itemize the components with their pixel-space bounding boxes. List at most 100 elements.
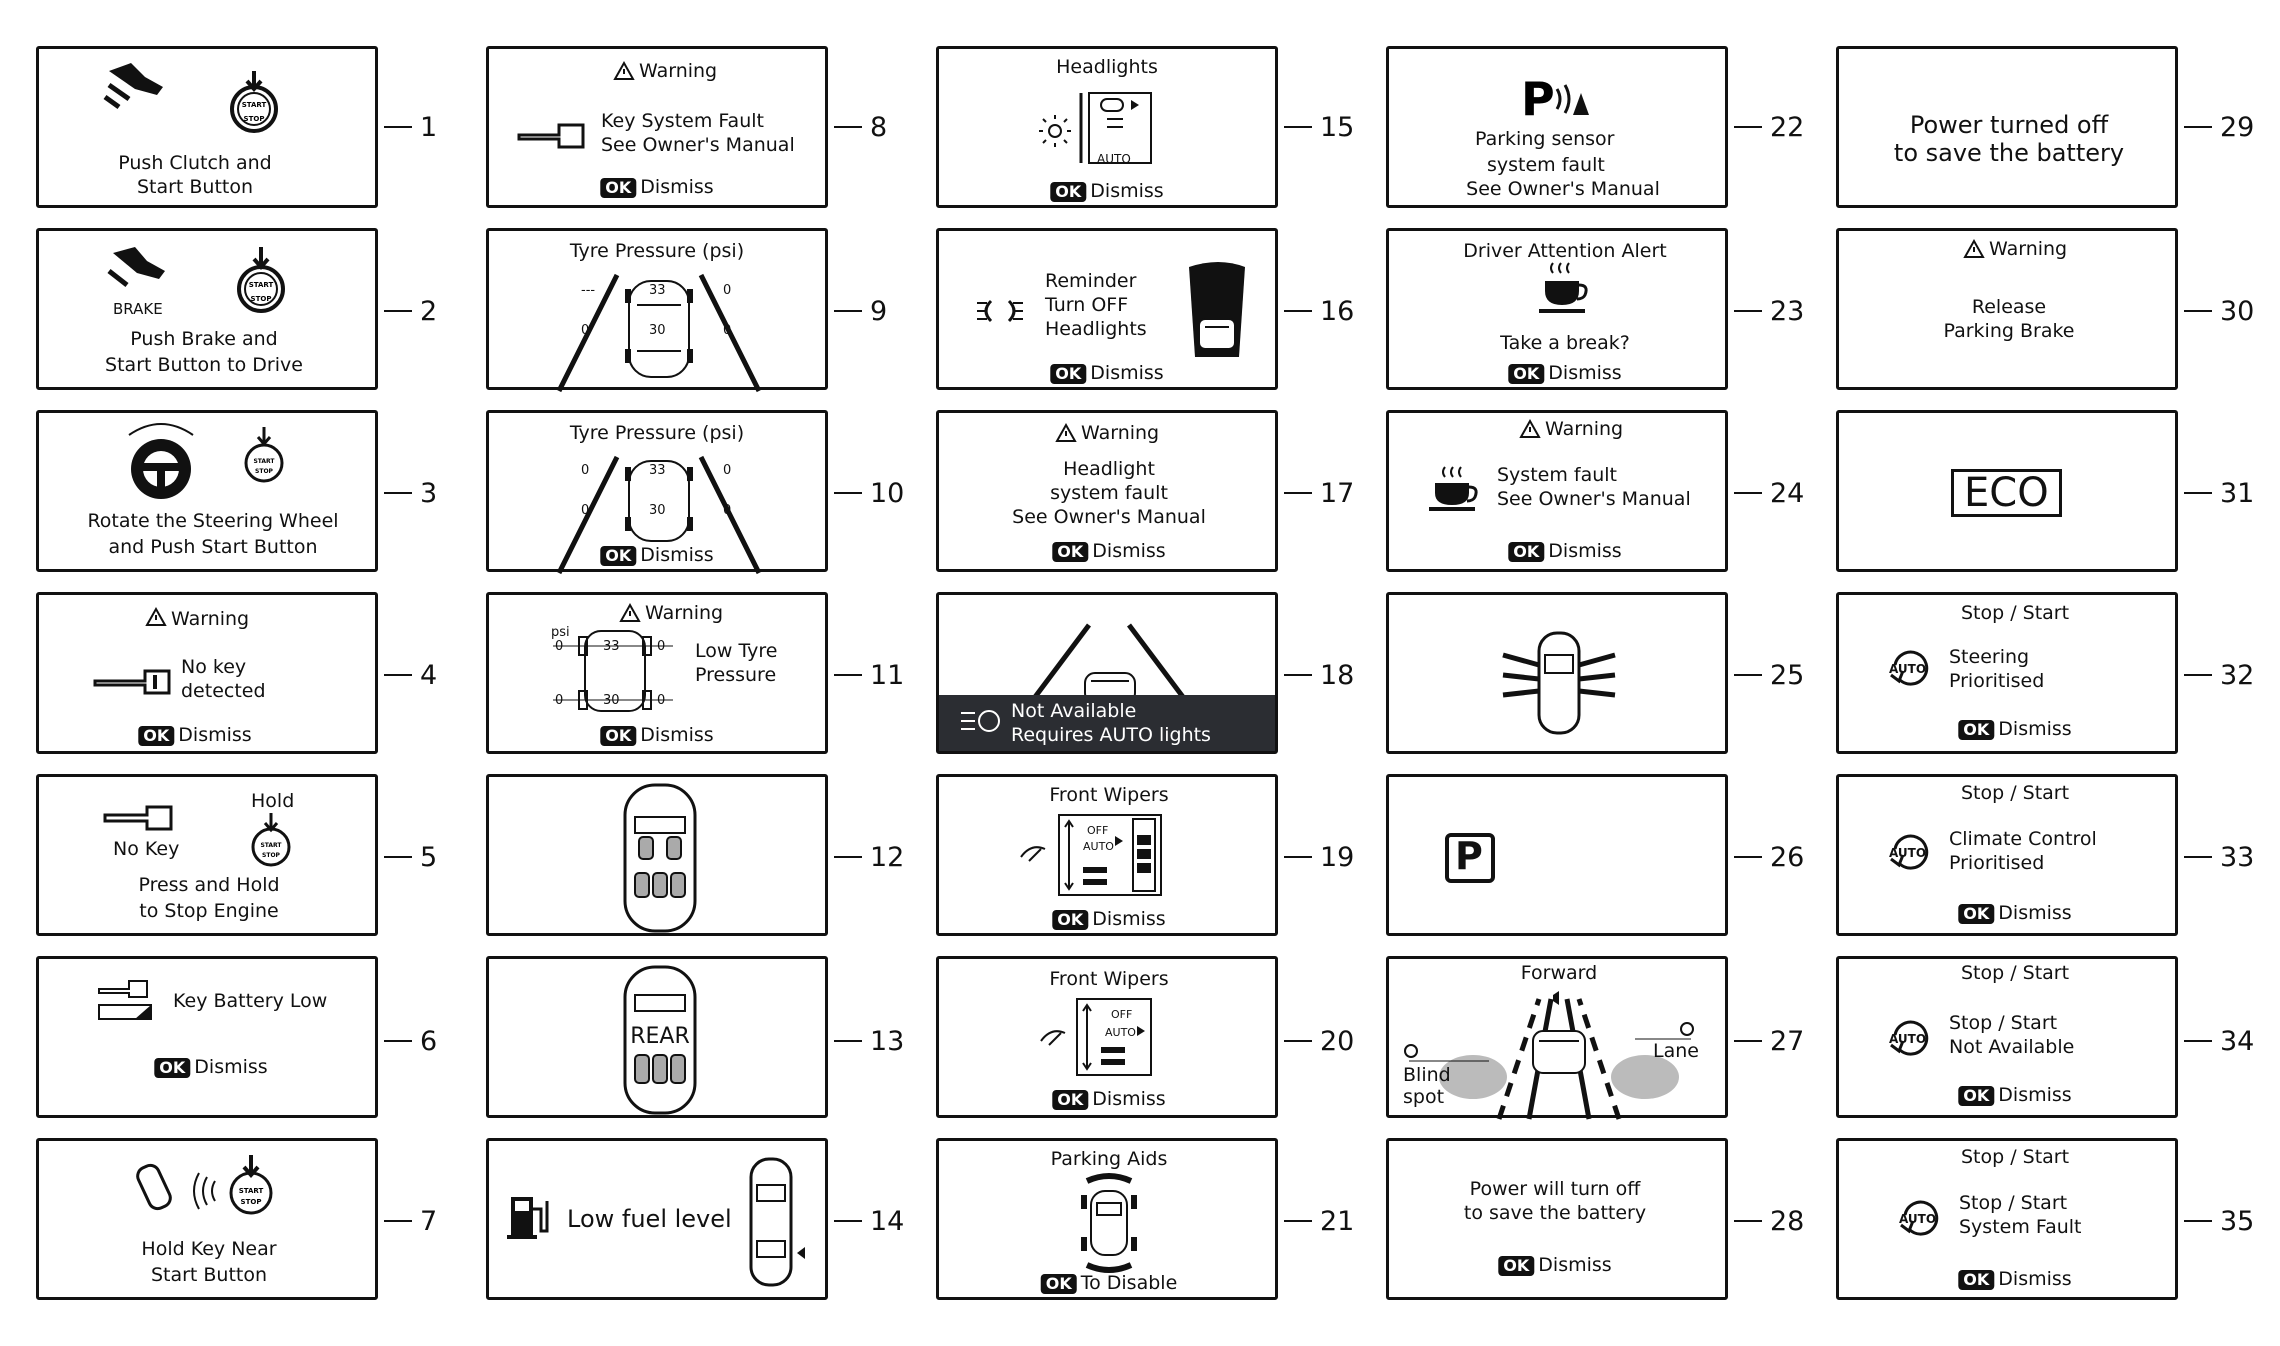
panel-32: Stop / Start AUTO Steering Prioritised O… xyxy=(1836,592,2178,754)
panel-23-number: 23 xyxy=(1770,296,1805,327)
svg-text:START: START xyxy=(242,101,267,109)
panel-34-line-2: Not Available xyxy=(1949,1036,2075,1058)
panel-12-number: 12 xyxy=(870,842,905,873)
key-icon xyxy=(93,669,171,695)
panel-11-title: Warning xyxy=(645,602,724,624)
tyre-rear-right: 0 xyxy=(723,503,732,518)
panel-26: P xyxy=(1386,774,1728,936)
panel-17-number: 17 xyxy=(1320,478,1355,509)
panel-31: ECO xyxy=(1836,410,2178,572)
key-icon xyxy=(517,123,585,149)
panel-22-line-1: Parking sensor xyxy=(1475,128,1615,150)
panel-5: No Key Hold START STOP Press and Hold to… xyxy=(36,774,378,936)
panel-22: P Parking sensor system fault See Owner'… xyxy=(1386,46,1728,208)
svg-text:STOP: STOP xyxy=(244,115,265,123)
panel-30-title: Warning xyxy=(1989,238,2068,260)
panel-8: Warning Key System Fault See Owner's Man… xyxy=(486,46,828,208)
panel-17-line-3: See Owner's Manual xyxy=(1012,506,1206,528)
panel-16-line-2: Turn OFF xyxy=(1045,294,1129,316)
panel-7: START STOP Hold Key Near Start Button xyxy=(36,1138,378,1300)
panel-14-line-1: Low fuel level xyxy=(567,1205,732,1233)
panel-14: Low fuel level xyxy=(486,1138,828,1300)
tyre-rl: 0 xyxy=(555,693,564,708)
panel-11-line-2: Pressure xyxy=(695,664,777,686)
panel-4-number: 4 xyxy=(420,660,438,691)
panel-33-number: 33 xyxy=(2220,842,2255,873)
panel-8-line-2: See Owner's Manual xyxy=(601,134,795,156)
panel-35: Stop / Start AUTO Stop / Start System Fa… xyxy=(1836,1138,2178,1300)
auto-icon-label: AUTO xyxy=(1899,1212,1937,1226)
panel-2-number: 2 xyxy=(420,296,438,327)
panel-31-number: 31 xyxy=(2220,478,2255,509)
panel-32-number: 32 xyxy=(2220,660,2255,691)
panel-25-number: 25 xyxy=(1770,660,1805,691)
panel-23-line-1: Take a break? xyxy=(1500,332,1630,354)
panel-33: Stop / Start AUTO Climate Control Priori… xyxy=(1836,774,2178,936)
wiper-off-label: OFF xyxy=(1111,1008,1133,1021)
panel-24-line-1: System fault xyxy=(1497,464,1617,486)
wiper-off-label: OFF xyxy=(1087,824,1109,837)
panel-1-number: 1 xyxy=(420,112,438,143)
svg-text:P: P xyxy=(1521,72,1555,126)
blind-spot-lane-icon xyxy=(1404,991,1694,1120)
panel-35-number: 35 xyxy=(2220,1206,2255,1237)
panel-29-line-2: to save the battery xyxy=(1893,139,2125,167)
svg-text:STOP: STOP xyxy=(255,468,274,475)
panel-34: Stop / Start AUTO Stop / Start Not Avail… xyxy=(1836,956,2178,1118)
panel-6-line-1: Key Battery Low xyxy=(173,990,328,1012)
panel-29-line-1: Power turned off xyxy=(1909,111,2109,139)
clutch-foot-icon xyxy=(103,63,163,110)
rear-label: REAR xyxy=(630,1024,690,1049)
svg-text:START: START xyxy=(260,842,282,849)
key-fob-icon xyxy=(136,1163,216,1211)
panel-27: Forward Blind spot Lane xyxy=(1386,956,1728,1120)
panel-1-line-2: Start Button xyxy=(136,176,254,198)
panel-20-number: 20 xyxy=(1320,1026,1355,1057)
car-seats-icon xyxy=(623,783,697,933)
sidelight-icon xyxy=(977,299,1023,323)
panel-22-line-3: See Owner's Manual xyxy=(1466,178,1660,200)
wiper-auto-label: AUTO xyxy=(1083,840,1114,853)
warning-triangle-icon xyxy=(619,602,641,622)
panel-8-number: 8 xyxy=(870,112,888,143)
panel-28-line-1: Power will turn off xyxy=(1469,1178,1641,1200)
panel-33-line-1: Climate Control xyxy=(1949,828,2097,850)
panel-30-number: 30 xyxy=(2220,296,2255,327)
panel-28-line-2: to save the battery xyxy=(1463,1202,1647,1224)
panel-4-line-2: detected xyxy=(181,680,266,702)
auto-headlight-icon xyxy=(961,710,1000,732)
panel-10-title: Tyre Pressure (psi) xyxy=(569,422,745,444)
panel-2-line-2: Start Button to Drive xyxy=(105,354,303,376)
panel-9: Tyre Pressure (psi) --- 33 0 0 30 0 xyxy=(486,228,828,393)
panel-18-number: 18 xyxy=(1320,660,1355,691)
panel-17: Warning Headlight system fault See Owner… xyxy=(936,410,1278,572)
panel-12 xyxy=(486,774,828,936)
svg-text:STOP: STOP xyxy=(241,1198,262,1206)
panel-29: Power turned off to save the battery xyxy=(1836,46,2178,208)
coffee-cup-icon xyxy=(1429,466,1478,511)
tyre-fl: 0 xyxy=(555,639,564,654)
svg-text:STOP: STOP xyxy=(262,852,281,859)
panel-23-title: Driver Attention Alert xyxy=(1463,240,1667,262)
tyre-fr: 0 xyxy=(657,639,666,654)
